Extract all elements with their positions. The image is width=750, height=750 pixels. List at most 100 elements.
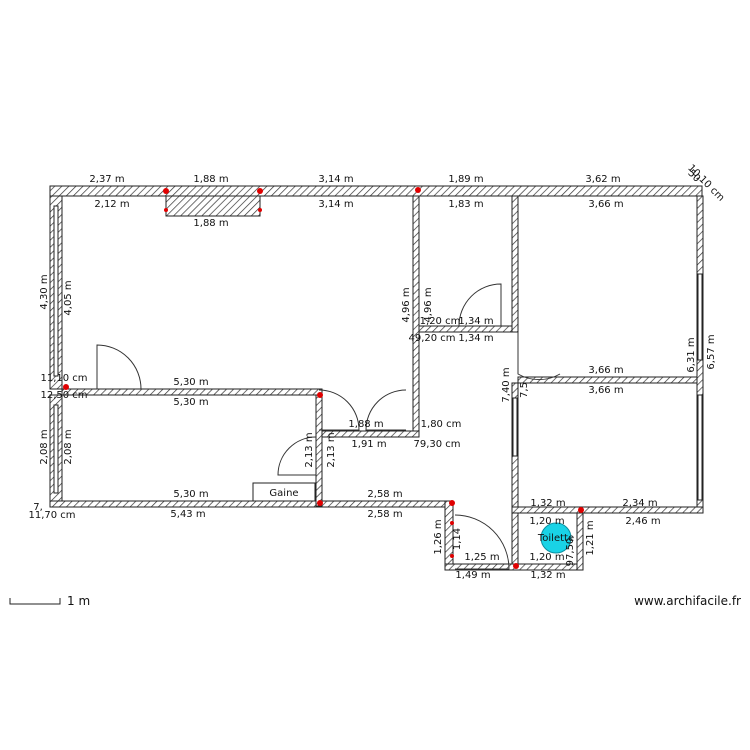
node [258, 208, 262, 212]
dim-bottom-right-3: 1,20 m [529, 516, 564, 527]
dim-entry-h-2: 1,14 [452, 528, 463, 550]
dim-top-inner-1: 2,12 m [94, 199, 129, 210]
dim-right-mid-1: 3,66 m [588, 365, 623, 376]
dim-top-inner-4: 1,83 m [448, 199, 483, 210]
node [317, 500, 323, 506]
bottom-right-wall [511, 506, 704, 514]
scale-bar [9, 598, 61, 605]
dim-closet-top: 1,88 m [348, 419, 383, 430]
dim-top-outer-5: 3,62 m [585, 174, 620, 185]
bottom-wall-left [49, 500, 454, 508]
dim-top-outer-4: 1,89 m [448, 174, 483, 185]
node [578, 507, 584, 513]
hall-window [512, 397, 518, 457]
dim-closet-h-1: 2,13 m [304, 432, 315, 467]
dim-toilet-side-b: 97,50 [565, 538, 576, 567]
dim-left-small-b: 12,50 cm [40, 390, 87, 401]
dim-right-room-h: 7,40 m [501, 367, 512, 402]
dim-right-wall-1: 6,31 m [686, 337, 697, 372]
dim-closet-right-a: 1,80 cm [421, 419, 462, 430]
door-bedroom [96, 344, 142, 390]
duct-box [252, 482, 316, 502]
wall-nodes [63, 187, 584, 569]
toilet-fixture [540, 522, 572, 554]
dim-toilet-side: 1,21 m [585, 520, 596, 555]
mid-wall-left [61, 388, 323, 396]
scale-label: 1 m [67, 594, 91, 608]
node [63, 384, 69, 390]
door-closet-left [318, 389, 360, 431]
node [513, 563, 519, 569]
dimension-labels: 2,37 m 2,12 m 1,88 m 1,88 m 3,14 m 3,14 … [28, 163, 726, 581]
dim-entry-h-1: 1,26 m [433, 519, 444, 554]
site-credit: www.archifacile.fr [634, 594, 741, 608]
dim-left-small-c: 7, [33, 502, 43, 513]
node [415, 187, 421, 193]
dim-partition-v-1b: 4,96 m [423, 287, 434, 322]
door-right-room [517, 332, 561, 381]
dim-entry-w-2: 1,49 m [455, 570, 490, 581]
dim-bottom-left-cm: 11,70 cm [28, 510, 75, 521]
dim-bottom-right-1: 1,32 m [530, 498, 565, 509]
left-window-lower [53, 404, 59, 494]
dim-right-room-h2: 7,5 [519, 382, 530, 398]
toilet-left-wall [511, 512, 519, 565]
hall-top-wall [418, 325, 513, 333]
door-entry [454, 514, 510, 570]
closet-left-wall [315, 394, 323, 507]
node [317, 392, 323, 398]
dim-left-outer-2: 2,08 m [39, 429, 50, 464]
toilet-label: Toilette [537, 533, 574, 544]
node [449, 500, 455, 506]
dim-partition-v-1: 4,96 m [401, 287, 412, 322]
right-room-mid-wall [517, 376, 698, 384]
hatched-block [165, 195, 261, 217]
dim-block: 1,88 m [193, 218, 228, 229]
dim-top-outer-3: 3,14 m [318, 174, 353, 185]
closet-bottom-wall [321, 430, 420, 438]
doors [96, 283, 561, 570]
partition-v-2 [511, 195, 519, 333]
node [450, 521, 454, 525]
dim-hall-top-d: 1,34 m [458, 333, 493, 344]
dim-hall-top-b: 1,34 m [458, 316, 493, 327]
dim-left-inner-1: 4,05 m [63, 280, 74, 315]
dim-entry-w-1: 1,25 m [464, 552, 499, 563]
left-window-upper [53, 205, 59, 377]
dim-right-wall-2: 6,57 m [706, 334, 717, 369]
dim-bottom-wall-2b: 2,58 m [367, 509, 402, 520]
dim-bottom-right-4: 2,46 m [625, 516, 660, 527]
dim-bottom-wall-1b: 5,43 m [170, 509, 205, 520]
node [257, 188, 263, 194]
top-wall [49, 185, 703, 197]
dim-hall-top-c: 49,20 cm [408, 333, 455, 344]
dim-toilet-base: 1,32 m [530, 570, 565, 581]
dim-left-inner-2: 2,08 m [63, 429, 74, 464]
dim-closet-bottom: 1,91 m [351, 439, 386, 450]
dim-left-outer-1: 4,30 m [39, 274, 50, 309]
dim-bottom-wall-1: 5,30 m [173, 489, 208, 500]
dim-toilet-bottom: 1,20 m [529, 552, 564, 563]
duct-label: Gaine [269, 488, 298, 499]
dim-top-outer-2: 1,88 m [193, 174, 228, 185]
dim-right-mid-2: 3,66 m [588, 385, 623, 396]
dim-closet-right-b: 79,30 cm [413, 439, 460, 450]
windows [53, 205, 703, 501]
dim-mid-wall-1b: 5,30 m [173, 397, 208, 408]
door-closet-right [365, 389, 407, 431]
dim-mid-wall-1: 5,30 m [173, 377, 208, 388]
door-hall-top [458, 283, 502, 327]
dim-bottom-wall-2: 2,58 m [367, 489, 402, 500]
dim-top-inner-5: 3,66 m [588, 199, 623, 210]
dim-left-small-a: 11,10 cm [40, 373, 87, 384]
node [163, 188, 169, 194]
dim-top-outer-1: 2,37 m [89, 174, 124, 185]
node [450, 554, 454, 558]
dim-bottom-right-2: 2,34 m [622, 498, 657, 509]
right-window-upper [697, 273, 703, 361]
door-duct [277, 436, 317, 476]
dim-top-inner-3: 3,14 m [318, 199, 353, 210]
toilet-right-wall [576, 512, 584, 571]
right-window-lower [697, 394, 703, 501]
